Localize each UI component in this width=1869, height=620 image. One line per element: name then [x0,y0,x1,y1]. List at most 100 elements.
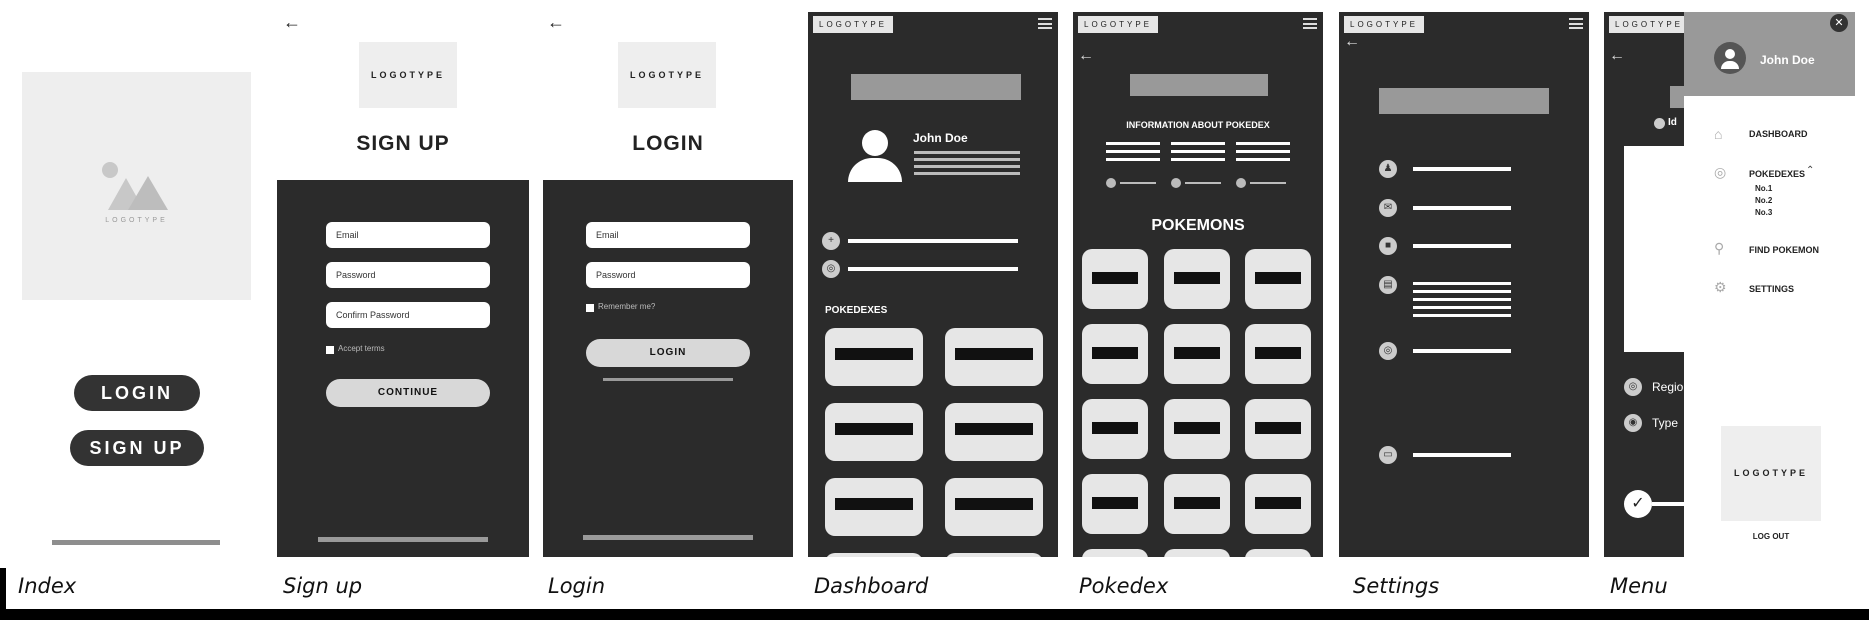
login-logo: LOGOTYPE [618,42,716,108]
back-arrow-icon[interactable]: ← [1344,33,1360,50]
pokemon-card[interactable] [1082,249,1148,309]
section-title: POKEMONS [1151,217,1245,234]
pokemon-card[interactable] [1245,549,1311,557]
password-field[interactable]: Password [326,262,490,288]
header-bar [1670,86,1684,108]
trash-icon[interactable]: ▭ [1379,446,1397,464]
add-icon[interactable]: + [822,232,840,250]
pokeball-icon[interactable]: ◎ [822,260,840,278]
hamburger-menu-icon[interactable] [1038,18,1052,29]
region-label: Regio [1652,380,1684,394]
pokemon-card[interactable] [1082,399,1148,459]
caption-bar-left [0,568,6,612]
pokemon-card[interactable] [1082,474,1148,534]
mail-icon[interactable]: ✉ [1379,199,1397,217]
pokemon-card[interactable] [1245,324,1311,384]
pokedex-card[interactable] [945,403,1043,461]
pokemon-card[interactable] [1245,399,1311,459]
bottom-rule [0,609,1869,620]
pokemon-card[interactable] [1245,474,1311,534]
top-logo: LOGOTYPE [1078,16,1159,33]
avatar-icon [848,130,902,184]
pokemon-card[interactable] [1164,549,1230,557]
signup-form-panel: Email Password Confirm Password Accept t… [277,180,529,557]
login-submit-button[interactable]: LOGIN [586,339,750,367]
remember-me-checkbox[interactable] [586,304,594,312]
pokedex-card[interactable] [945,553,1043,557]
hamburger-menu-icon[interactable] [1303,18,1317,29]
pokemon-card[interactable] [1082,324,1148,384]
home-indicator [583,535,753,540]
continue-button[interactable]: CONTINUE [326,379,490,407]
logout-link[interactable]: LOG OUT [1752,532,1790,541]
region-icon: ◎ [1624,378,1642,396]
menu-item-dashboard[interactable]: DASHBOARD [1749,129,1808,139]
back-arrow-icon[interactable]: ← [283,12,301,32]
dashboard-screen: LOGOTYPE John Doe + ◎ POKEDEXES [808,12,1058,557]
user-icon[interactable]: ♟ [1379,160,1397,178]
menu-item-find-pokemon[interactable]: FIND POKEMON [1749,245,1820,255]
pokedex-card[interactable] [945,478,1043,536]
id-label: Id [1668,117,1677,128]
top-logo: LOGOTYPE [1609,16,1684,33]
back-arrow-icon[interactable]: ← [547,12,565,32]
signup-button[interactable]: SIGN UP [70,430,204,466]
home-icon: ⌂ [1714,126,1723,142]
accept-terms-checkbox[interactable] [326,346,334,354]
menu-item-settings[interactable]: SETTINGS [1749,284,1795,294]
caption-index: Index [18,574,77,598]
confirm-password-field[interactable]: Confirm Password [326,302,490,328]
pokemon-card[interactable] [1164,249,1230,309]
login-button[interactable]: LOGIN [74,375,200,411]
login-screen: ← LOGOTYPE LOGIN Email Password Remember… [543,0,793,557]
back-arrow-icon[interactable]: ← [1078,47,1094,64]
menu-line [848,267,1018,271]
pokedex-card[interactable] [825,328,923,386]
close-icon[interactable]: ✕ [1830,14,1848,32]
menu-user-name: John Doe [1760,53,1815,67]
email-field[interactable]: Email [326,222,490,248]
stat-line [1185,182,1221,184]
submenu-item[interactable]: No.2 [1755,196,1773,205]
pokemon-card[interactable] [1164,324,1230,384]
submenu-item[interactable]: No.3 [1755,208,1773,217]
pokemon-card[interactable] [1245,249,1311,309]
lock-icon[interactable]: ■ [1379,237,1397,255]
top-logo: LOGOTYPE [813,16,894,33]
menu-item-pokedexes[interactable]: POKEDEXES [1749,169,1806,179]
pokemon-card[interactable] [1164,474,1230,534]
pokemon-card[interactable] [1082,549,1148,557]
check-button[interactable]: ✓ [1624,490,1652,518]
forgot-link-line[interactable] [603,378,733,381]
pokedex-card[interactable] [825,553,923,557]
pokedex-card[interactable] [945,328,1043,386]
page-title: SIGN UP [356,132,450,155]
type-label: Type [1652,416,1679,430]
back-arrow-icon[interactable]: ← [1609,47,1625,64]
home-indicator [52,540,220,545]
avatar [1714,42,1746,74]
submenu-item[interactable]: No.1 [1755,184,1773,193]
setting-line [1413,453,1511,457]
hamburger-menu-icon[interactable] [1569,18,1583,29]
pokedex-card[interactable] [825,478,923,536]
index-logo-image: LOGOTYPE [22,72,251,300]
email-field[interactable]: Email [586,222,750,248]
document-icon[interactable]: ▤ [1379,276,1397,294]
info-column [1106,142,1160,161]
setting-line [1413,298,1511,301]
password-field[interactable]: Password [586,262,750,288]
top-logo: LOGOTYPE [1344,16,1425,33]
pokedex-card[interactable] [825,403,923,461]
chevron-up-icon[interactable]: ⌃ [1806,165,1815,176]
user-detail-line [914,151,1020,154]
remember-me-label: Remember me? [598,302,656,311]
stat-icon [1236,178,1246,188]
page-title: LOGIN [632,132,704,155]
info-column [1236,142,1290,161]
pokemon-card[interactable] [1164,399,1230,459]
user-detail-line [914,158,1020,161]
pokeball-icon[interactable]: ◎ [1379,342,1397,360]
menu-logo-text: LOGOTYPE [1733,468,1808,478]
accept-terms-label: Accept terms [338,344,385,353]
